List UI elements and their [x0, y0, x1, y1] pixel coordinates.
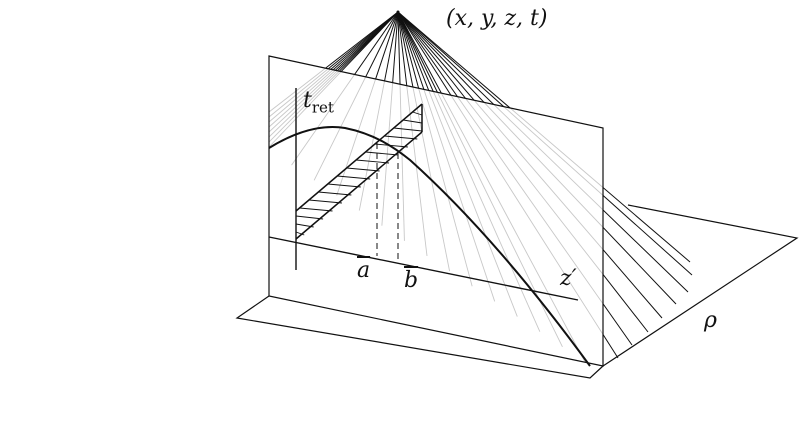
- light-ray: [397, 11, 518, 317]
- rho-label: ρ: [704, 308, 717, 333]
- hatch-line: [318, 191, 352, 196]
- t-subscript: ret: [311, 98, 334, 117]
- light-ray: [291, 11, 399, 166]
- retarded-time-curve: [268, 126, 591, 367]
- light-ray: [358, 11, 399, 211]
- ground-plane: [235, 295, 604, 379]
- hatch-line: [393, 127, 423, 132]
- light-ray: [268, 11, 399, 123]
- light-ray: [397, 11, 677, 305]
- light-ray: [268, 11, 399, 118]
- light-ray: [397, 11, 663, 319]
- light-ray: [313, 11, 399, 181]
- light-ray: [381, 11, 399, 226]
- light-ray: [397, 11, 405, 241]
- rho-plane: [602, 204, 799, 367]
- hatch-line: [327, 183, 361, 188]
- light-ray: [397, 11, 473, 287]
- hatch-line: [346, 167, 380, 172]
- hatch-line: [384, 135, 418, 140]
- hatch-line: [308, 199, 342, 204]
- light-ray: [397, 11, 693, 276]
- light-ray: [397, 11, 541, 332]
- light-ray: [268, 11, 399, 133]
- light-ray: [397, 11, 586, 363]
- hatch-line: [337, 175, 371, 180]
- hatch-line: [299, 207, 333, 212]
- hatch-line: [295, 231, 305, 236]
- light-ray: [397, 11, 428, 257]
- hatch-line: [365, 151, 399, 156]
- hatched-band: [295, 103, 423, 240]
- light-ray: [397, 11, 619, 359]
- light-ray: [397, 11, 689, 293]
- light-ray: [397, 11, 649, 333]
- z-prime-axis: [268, 236, 579, 301]
- event-label: (x, y, z, t): [446, 6, 548, 31]
- light-ray: [397, 11, 633, 346]
- b-bar-label: b: [404, 268, 419, 293]
- vertical-plane: [268, 55, 604, 367]
- event-point: [396, 10, 400, 14]
- z-prime-label: z′: [560, 266, 577, 291]
- hatch-line: [356, 159, 390, 164]
- t-symbol: t: [303, 88, 312, 113]
- light-ray: [268, 11, 399, 113]
- a-bar-label: a: [357, 258, 371, 283]
- t-ret-label: tret: [303, 88, 334, 116]
- light-ray: [397, 11, 496, 302]
- hatch-line: [412, 111, 423, 116]
- light-ray: [397, 11, 451, 272]
- light-ray: [336, 11, 399, 196]
- hatch-line: [403, 119, 423, 124]
- hatch-line: [295, 215, 324, 220]
- visible-rays: [268, 11, 693, 363]
- light-ray: [268, 11, 399, 138]
- light-ray: [397, 11, 691, 263]
- light-ray: [268, 11, 399, 143]
- light-ray: [268, 11, 399, 148]
